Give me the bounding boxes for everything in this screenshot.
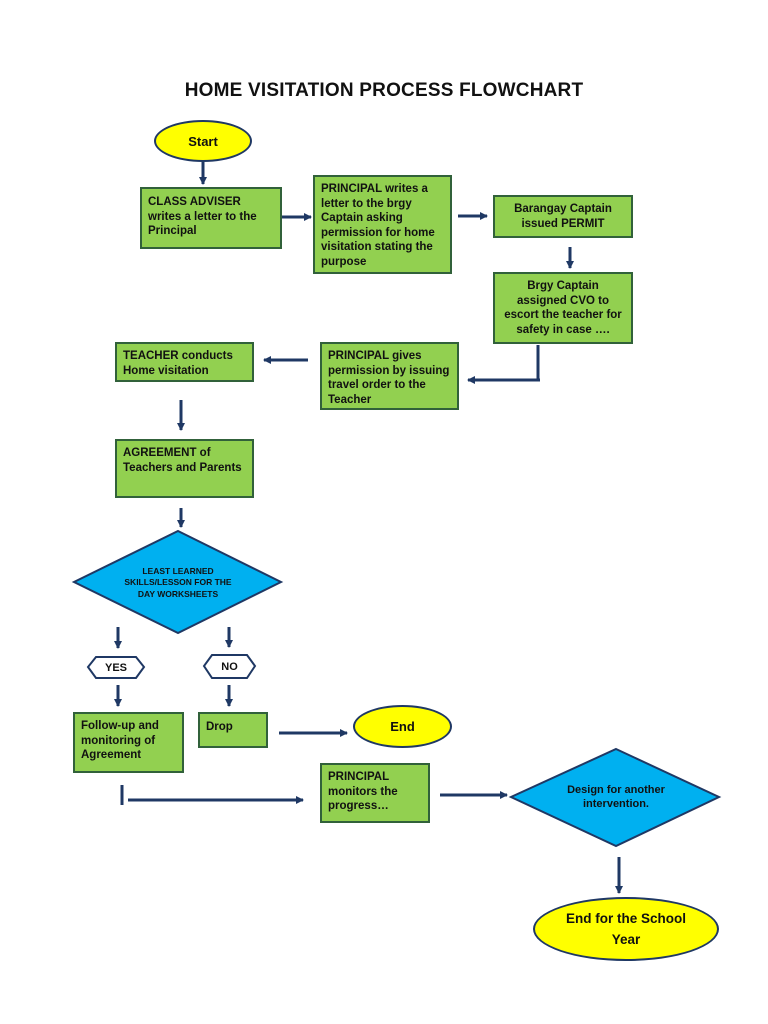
end-school-year-terminal: End for the School Year bbox=[533, 897, 719, 961]
principal-monitors-box: PRINCIPAL monitors the progress… bbox=[320, 763, 430, 823]
yes-heptagon bbox=[86, 656, 146, 679]
flowchart-title: HOME VISITATION PROCESS FLOWCHART bbox=[184, 80, 584, 101]
decision-skills-text: LEAST LEARNED SKILLS/LESSON FOR THE DAY … bbox=[124, 565, 232, 599]
yes-label: YES bbox=[104, 661, 127, 674]
principal-gives-box: PRINCIPAL gives permission by issuing tr… bbox=[320, 342, 459, 410]
decision-intervention-text: Design for another intervention. bbox=[567, 783, 665, 811]
start-terminal: Start bbox=[154, 120, 252, 162]
drop-box: Drop bbox=[198, 712, 268, 748]
brgy-cvo-box: Brgy Captain assigned CVO to escort the … bbox=[493, 272, 633, 344]
barangay-permit-box: Barangay Captain issued PERMIT bbox=[493, 195, 633, 238]
follow-up-box: Follow-up and monitoring of Agreement bbox=[73, 712, 184, 773]
decision-diamond-skills bbox=[71, 529, 284, 635]
teacher-conducts-box: TEACHER conducts Home visitation bbox=[115, 342, 254, 382]
no-label: NO bbox=[221, 660, 238, 673]
agreement-box: AGREEMENT of Teachers and Parents bbox=[115, 439, 254, 498]
class-adviser-box: CLASS ADVISER writes a letter to the Pri… bbox=[140, 187, 282, 249]
end-terminal: End bbox=[353, 705, 452, 748]
principal-writes-box: PRINCIPAL writes a letter to the brgy Ca… bbox=[313, 175, 452, 274]
no-heptagon bbox=[202, 654, 257, 679]
decision-diamond-intervention bbox=[508, 747, 722, 848]
